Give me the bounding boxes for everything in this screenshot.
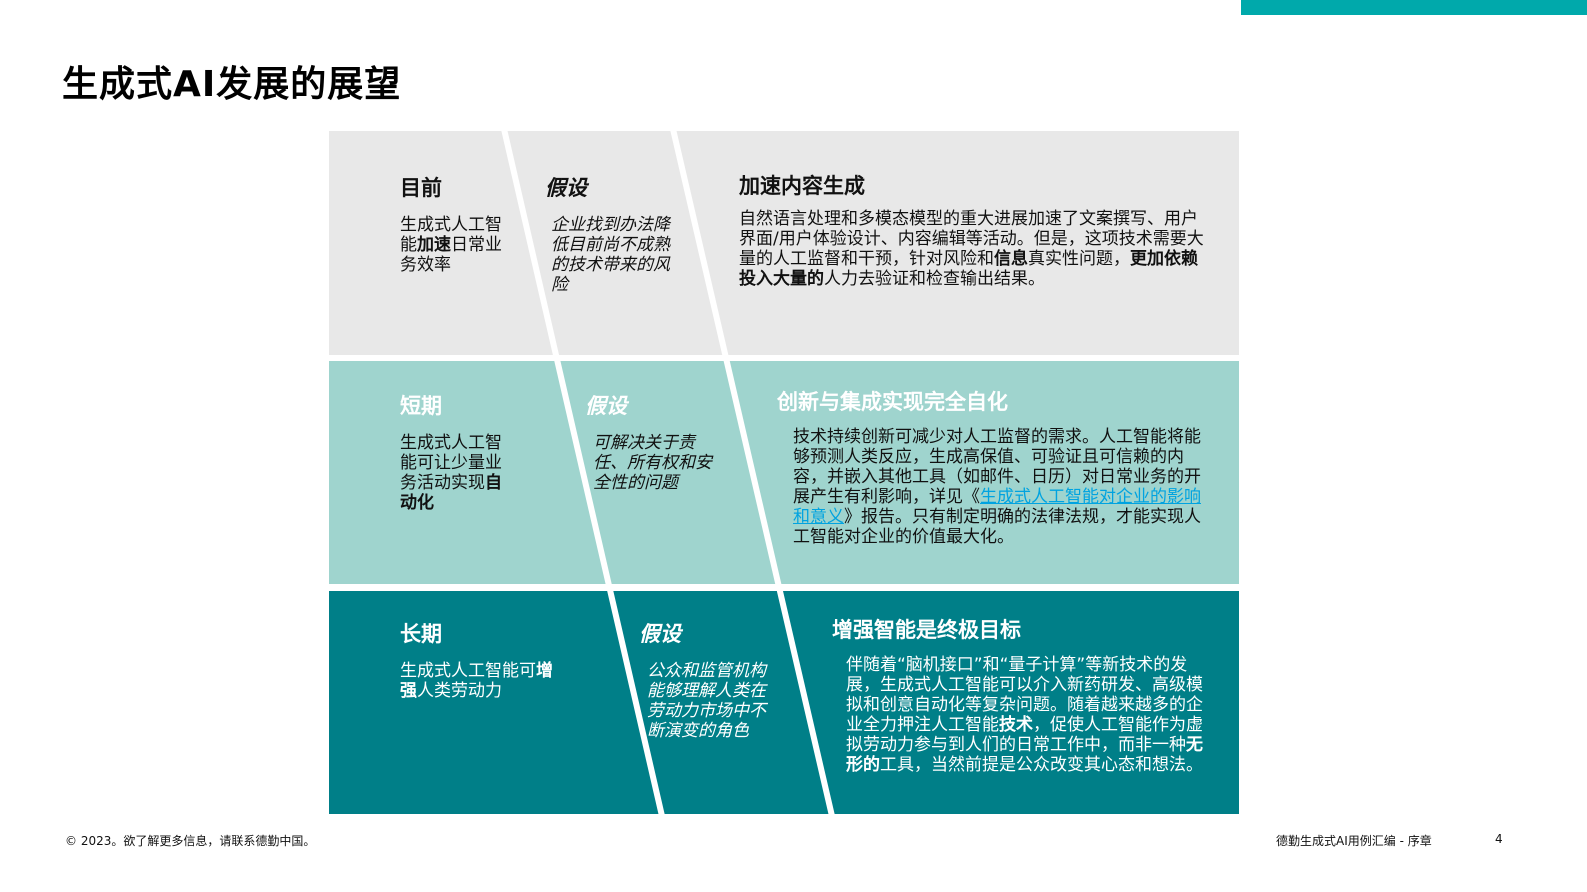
summary-bold: 自动化 (400, 473, 502, 513)
outcome-bold: 技术 (999, 715, 1033, 735)
period-summary: 生成式人工智能可增强人类劳动力 (400, 661, 560, 701)
row-short-hypothesis: 假设 可解决关于责任、所有权和安全性的问题 (585, 393, 715, 493)
summary-text-end: 日常业务效率 (400, 235, 502, 275)
outcome-title: 创新与集成实现完全自化 (777, 390, 1008, 414)
report-link[interactable]: 生成式人工智能对企业的影响和意义 (793, 487, 1201, 527)
hypothesis-text: 公众和监管机构能够理解人类在劳动力市场中不断演变的角色 (647, 661, 766, 741)
period-summary: 生成式人工智能可让少量业务活动实现自动化 (400, 433, 510, 513)
summary-bold: 加速 (417, 235, 451, 255)
page-number: 4 (1495, 832, 1503, 846)
summary-text: 生成式人工智能 (400, 215, 502, 255)
outcome-text: 工具，当然前提是公众改变其心态和想法。 (880, 755, 1203, 775)
outcome-text: 伴随着“脑机接口”和“量子计算”等新技术的发展，生成式人工智能可以介入新药研发、… (846, 655, 1203, 735)
outcome-bold: 无形的 (846, 735, 1203, 775)
summary-text: 生成式人工智能可 (400, 661, 536, 681)
row-current-outcome: 加速内容生成 自然语言处理和多模态模型的重大进展加速了文案撰写、用户界面/用户体… (739, 173, 1209, 289)
summary-text-end: 人类劳动力 (417, 681, 502, 701)
period-label: 目前 (400, 176, 442, 200)
outcome-text: 》报告。只有制定明确的法律法规，才能实现人工智能对企业的价值最大化。 (793, 507, 1201, 547)
top-accent-bar (1241, 0, 1587, 15)
row-current-period: 目前 生成式人工智能加速日常业务效率 (400, 175, 510, 275)
page-title: 生成式AI发展的展望 (62, 64, 402, 105)
summary-bold: 增强 (400, 661, 553, 701)
hypothesis-label: 假设 (639, 622, 681, 646)
outcome-bold: 信息 (994, 249, 1028, 269)
outcome-title: 增强智能是终极目标 (832, 618, 1021, 642)
footer-copyright: © 2023。欲了解更多信息，请联系德勤中国。 (65, 834, 316, 848)
outcome-description: 自然语言处理和多模态模型的重大进展加速了文案撰写、用户界面/用户体验设计、内容编… (739, 209, 1209, 289)
outcome-description: 伴随着“脑机接口”和“量子计算”等新技术的发展，生成式人工智能可以介入新药研发、… (832, 655, 1217, 775)
outcome-text: 自然语言处理和多模态模型的重大进展加速了文案撰写、用户界面/用户体验设计、内容编… (739, 209, 1204, 269)
hypothesis-text: 企业找到办法降低目前尚不成熟的技术带来的风险 (551, 215, 670, 295)
outcome-text: 真实性问题， (1028, 249, 1130, 269)
footer-doc-title: 德勤生成式AI用例汇编 - 序章 (1276, 834, 1432, 848)
period-label: 长期 (400, 622, 442, 646)
outcome-text: 技术持续创新可减少对人工监督的需求。人工智能将能够预测人类反应，生成高保值、可验… (793, 427, 1201, 507)
row-current-hypothesis: 假设 企业找到办法降低目前尚不成熟的技术带来的风险 (545, 175, 675, 295)
hypothesis-label: 假设 (585, 394, 627, 418)
row-long-period: 长期 生成式人工智能可增强人类劳动力 (400, 621, 560, 701)
row-long-hypothesis: 假设 公众和监管机构能够理解人类在劳动力市场中不断演变的角色 (639, 621, 779, 741)
outcome-title: 加速内容生成 (739, 174, 865, 198)
row-short-period: 短期 生成式人工智能可让少量业务活动实现自动化 (400, 393, 510, 513)
outcome-bold: 更加依赖投入大量的 (739, 249, 1198, 289)
outlook-grid: 目前 生成式人工智能加速日常业务效率 假设 企业找到办法降低目前尚不成熟的技术带… (329, 131, 1239, 814)
grid-background (329, 131, 1239, 814)
outcome-text: 人力去验证和检查输出结果。 (824, 269, 1045, 289)
hypothesis-text: 可解决关于责任、所有权和安全性的问题 (593, 433, 712, 493)
outcome-text: ，促使人工智能作为虚拟劳动力参与到人们的日常工作中，而非一种 (846, 715, 1203, 755)
summary-text: 生成式人工智能可让少量业务活动实现 (400, 433, 502, 493)
period-label: 短期 (400, 394, 442, 418)
hypothesis-label: 假设 (545, 176, 587, 200)
row-short-outcome: 创新与集成实现完全自化 技术持续创新可减少对人工监督的需求。人工智能将能够预测人… (777, 389, 1217, 547)
period-summary: 生成式人工智能加速日常业务效率 (400, 215, 510, 275)
row-long-outcome: 增强智能是终极目标 伴随着“脑机接口”和“量子计算”等新技术的发展，生成式人工智… (832, 617, 1217, 775)
outcome-description: 技术持续创新可减少对人工监督的需求。人工智能将能够预测人类反应，生成高保值、可验… (777, 427, 1217, 547)
